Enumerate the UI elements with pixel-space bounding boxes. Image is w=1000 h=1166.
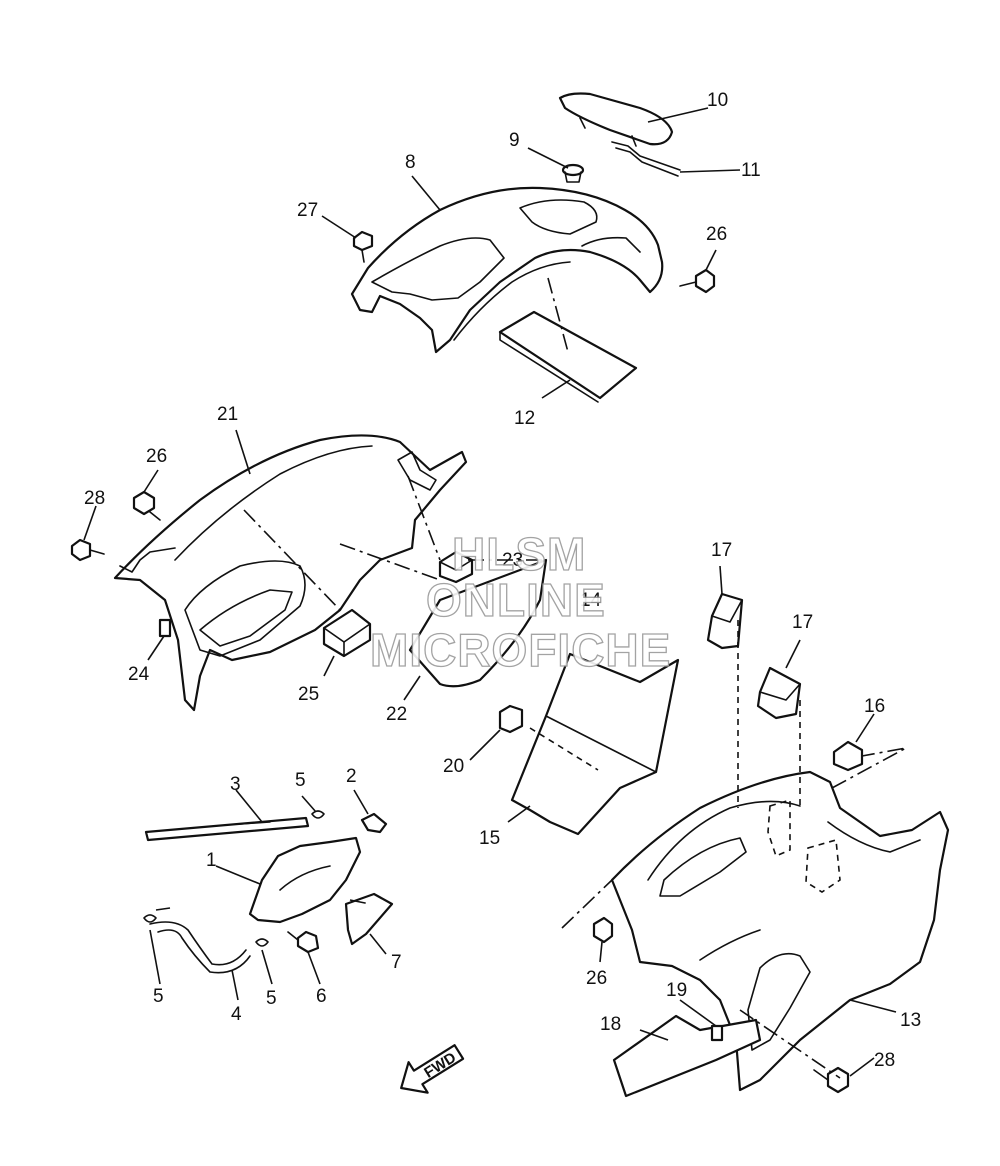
callout-11: 11 bbox=[741, 160, 761, 181]
callout-18: 18 bbox=[600, 1014, 621, 1035]
part-8-top-fender bbox=[350, 186, 664, 354]
callout-6: 6 bbox=[316, 986, 327, 1007]
part-24-clip bbox=[158, 618, 172, 638]
part-5-clamp-top bbox=[311, 810, 325, 819]
callout-9: 9 bbox=[509, 130, 520, 151]
part-25-pad bbox=[322, 608, 372, 658]
part-5-clamp-left bbox=[143, 914, 157, 923]
watermark: HLSM ONLINE MICROFICHE bbox=[369, 527, 671, 676]
callout-26-left: 26 bbox=[146, 446, 167, 467]
part-13-side-cover bbox=[610, 770, 950, 1092]
part-10-cover bbox=[558, 92, 674, 147]
callout-2: 2 bbox=[346, 766, 357, 787]
part-20-pad bbox=[498, 704, 524, 734]
forward-direction-arrow: FWD bbox=[400, 1044, 465, 1094]
callout-21: 21 bbox=[217, 404, 238, 425]
part-27-screw bbox=[352, 230, 374, 263]
callout-3: 3 bbox=[230, 774, 241, 795]
callout-19: 19 bbox=[666, 980, 687, 1001]
part-19-clip bbox=[710, 1024, 724, 1042]
callout-23: 23 bbox=[502, 550, 523, 571]
watermark-line-2: ONLINE bbox=[426, 574, 606, 626]
callout-15: 15 bbox=[479, 828, 500, 849]
callout-28-left: 28 bbox=[84, 488, 105, 509]
part-14-15-mud-flap bbox=[510, 652, 680, 836]
part-26-bolt-right bbox=[592, 916, 614, 944]
part-18-flap bbox=[612, 1014, 762, 1098]
callout-7: 7 bbox=[391, 952, 402, 973]
callout-8: 8 bbox=[405, 152, 416, 173]
callout-1: 1 bbox=[206, 850, 217, 871]
callout-24: 24 bbox=[128, 664, 150, 685]
part-5-clamp-right bbox=[255, 938, 269, 947]
part-3-tube bbox=[144, 816, 310, 842]
callout-12: 12 bbox=[514, 408, 535, 429]
part-23-pad bbox=[438, 550, 474, 584]
watermark-line-3: MICROFICHE bbox=[370, 624, 671, 676]
callout-17-a: 17 bbox=[711, 540, 732, 561]
part-4-hose bbox=[149, 921, 251, 974]
callout-5-top: 5 bbox=[295, 770, 306, 791]
leader-lines bbox=[83, 107, 897, 1077]
callout-22: 22 bbox=[386, 704, 407, 725]
part-6-bolt bbox=[287, 930, 320, 954]
callout-5-left: 5 bbox=[153, 986, 164, 1007]
part-17-pad-b bbox=[756, 666, 802, 720]
part-28-bolt-left bbox=[70, 538, 105, 562]
part-7-pad bbox=[344, 892, 394, 946]
callout-labels: 10 11 9 8 27 26 12 21 26 28 24 25 22 23 … bbox=[84, 90, 921, 1071]
callout-28-right: 28 bbox=[874, 1050, 895, 1071]
part-16-pad bbox=[832, 740, 864, 772]
callout-27: 27 bbox=[297, 200, 318, 221]
callout-26-top: 26 bbox=[706, 224, 727, 245]
part-26-bolt-top bbox=[679, 268, 716, 294]
part-12-pad bbox=[498, 310, 638, 403]
callout-13: 13 bbox=[900, 1010, 921, 1031]
callout-10: 10 bbox=[707, 90, 728, 111]
callout-20: 20 bbox=[443, 756, 464, 777]
callout-5-right: 5 bbox=[266, 988, 277, 1009]
part-2-cap bbox=[360, 812, 388, 834]
part-21-side-cover bbox=[113, 434, 468, 712]
callout-25: 25 bbox=[298, 684, 319, 705]
part-17-pad-a bbox=[706, 592, 744, 650]
part-22-panel bbox=[408, 558, 548, 688]
guide-lines bbox=[155, 277, 907, 1079]
part-11-stay bbox=[611, 141, 681, 177]
callout-14: 14 bbox=[580, 590, 602, 611]
callout-26-right: 26 bbox=[586, 968, 607, 989]
part-28-bolt-right bbox=[813, 1066, 850, 1094]
callout-4: 4 bbox=[231, 1004, 242, 1025]
callout-17-b: 17 bbox=[792, 612, 813, 633]
part-1-reservoir bbox=[248, 836, 362, 924]
callout-16: 16 bbox=[864, 696, 885, 717]
part-26-bolt-left bbox=[132, 490, 161, 521]
watermark-line-1: HLSM bbox=[452, 528, 586, 580]
